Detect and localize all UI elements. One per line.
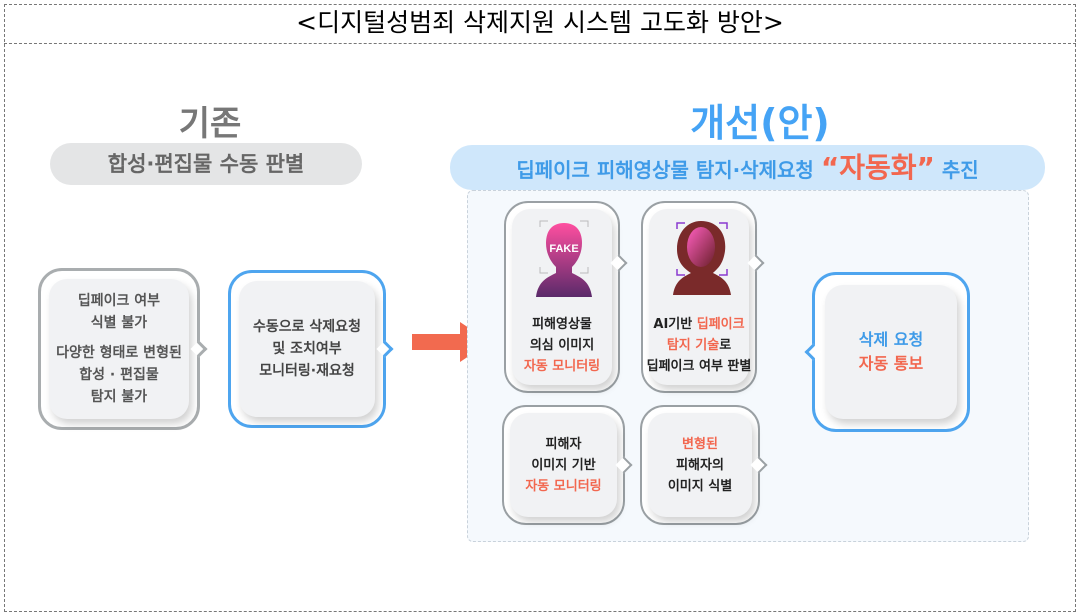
before-pill: 합성·편집물 수동 판별 xyxy=(50,143,362,185)
text: 이미지 기반 xyxy=(531,457,596,473)
text: 합성 · 편집물 xyxy=(79,367,159,383)
text: 피해자의 xyxy=(676,457,724,473)
text: AI기반 xyxy=(653,317,697,332)
after-heading: 개선(안) xyxy=(690,101,830,145)
text: 자동 통보 xyxy=(858,354,924,373)
text: 피해자 xyxy=(545,436,582,452)
before-heading: 기존 xyxy=(178,104,242,144)
text: 딥페이크 xyxy=(696,317,745,332)
text: 수동으로 삭제요청 xyxy=(253,319,361,335)
highlight: “자동화” xyxy=(820,151,935,184)
text: 피해영상물 xyxy=(532,317,592,332)
fake-face-icon: FAKE xyxy=(536,220,592,297)
text: 의심 이미지 xyxy=(529,338,595,353)
text: 탐지 불가 xyxy=(90,389,148,405)
text: 모니터링·재요청 xyxy=(259,363,355,379)
fake-label: FAKE xyxy=(549,243,578,255)
page-title: <디지털성범죄 삭제지원 시스템 고도화 방안> xyxy=(4,4,1076,44)
text: 변형된 xyxy=(682,436,718,452)
text: 삭제 요청 xyxy=(858,330,924,349)
ai-face-scan-icon xyxy=(673,221,731,295)
document-frame xyxy=(4,4,1076,612)
text: 로 xyxy=(719,338,732,353)
text: 딥페이크 여부 xyxy=(77,293,161,309)
after-pill: 딥페이크 피해영상물 탐지·삭제요청 “자동화” 추진 xyxy=(450,145,1045,190)
text: 탐지 기술 xyxy=(666,338,720,353)
text: 이미지 식별 xyxy=(667,478,733,494)
text: 딥페이크 여부 판별 xyxy=(646,359,752,374)
text: 추진 xyxy=(934,158,979,182)
text: 및 조치여부 xyxy=(272,341,342,357)
text: 식별 불가 xyxy=(90,315,148,331)
text: 다양한 형태로 변형된 xyxy=(56,345,182,361)
text: 자동 모니터링 xyxy=(523,359,601,374)
text: 자동 모니터링 xyxy=(525,478,602,494)
text: 딥페이크 피해영상물 탐지·삭제요청 xyxy=(516,158,821,182)
